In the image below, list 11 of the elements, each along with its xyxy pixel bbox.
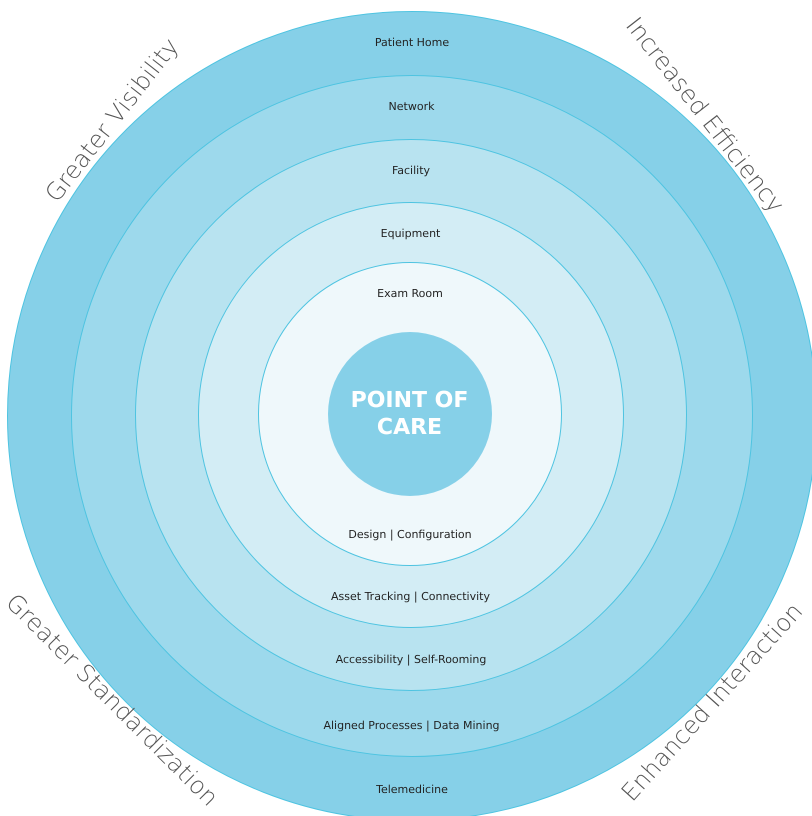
ring-subtitle: Asset Tracking | Connectivity: [331, 590, 490, 602]
ring-title: Exam Room: [377, 287, 443, 300]
ring-subtitle: Design | Configuration: [348, 528, 472, 541]
ring-title: Patient Home: [374, 36, 450, 49]
ring-subtitle: Telemedicine: [376, 783, 448, 796]
ring-subtitle: Accessibility | Self-Rooming: [336, 653, 486, 666]
center-title: POINT OF CARE: [350, 386, 470, 440]
ring-title: Network: [388, 100, 434, 112]
ring-subtitle: Aligned Processes | Data Mining: [323, 718, 500, 732]
ring-title: Equipment: [380, 226, 440, 240]
ring-title: Facility: [392, 164, 430, 177]
